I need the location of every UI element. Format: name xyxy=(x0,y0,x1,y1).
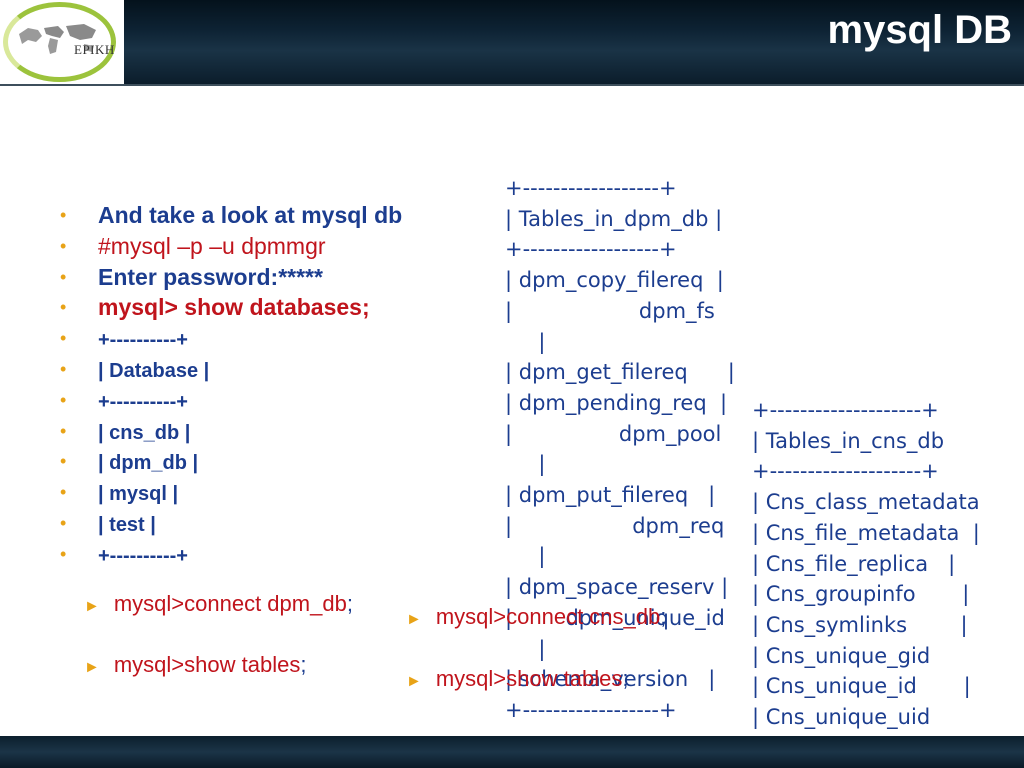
list-item: • | dpm_db | xyxy=(60,446,402,477)
bullet-text: +----------+ xyxy=(98,544,188,567)
semicolon: ; xyxy=(346,591,353,616)
semicolon: ; xyxy=(660,604,667,629)
slide-title: mysql DB xyxy=(827,8,1013,52)
table-listing-line: | dpm_req xyxy=(505,513,725,538)
list-item: • +----------+ xyxy=(60,539,402,570)
logo-ring-icon xyxy=(3,2,116,82)
table-listing-line: | xyxy=(505,544,546,569)
bullet-text: | mysql | xyxy=(98,483,179,506)
bullet-text: Enter password:***** xyxy=(98,263,323,290)
table-listing-line: +------------------+ xyxy=(505,237,677,262)
table-listing-line: | dpm_space_reserv | xyxy=(505,575,729,600)
table-listing-line: | Tables_in_cns_db xyxy=(752,428,945,453)
command-show-tables: ► mysql>show tables; xyxy=(84,652,306,678)
table-listing-line: | dpm_fs xyxy=(505,298,715,323)
table-listing-line: | Cns_unique_id | xyxy=(752,674,971,699)
list-item: • #mysql –p –u dpmmgr xyxy=(60,231,402,262)
world-map-icon xyxy=(19,24,96,54)
bullet-icon: • xyxy=(60,389,67,410)
bullet-text: And take a look at mysql db xyxy=(98,202,403,228)
bullet-icon: • xyxy=(60,543,67,564)
bullet-icon: • xyxy=(60,482,67,503)
semicolon: ; xyxy=(622,666,629,691)
bullet-icon: • xyxy=(60,266,67,287)
logo-text: EPIKH xyxy=(74,42,115,57)
bullet-icon: • xyxy=(60,205,67,225)
bullet-text: mysql> show databases; xyxy=(98,294,370,321)
table-listing-line: | xyxy=(505,636,546,661)
semicolon: ; xyxy=(300,652,307,677)
command-text: mysql>connect dpm_db xyxy=(113,591,347,616)
table-listing-line: | schema_version | xyxy=(505,667,716,692)
command-text: mysql>show tables xyxy=(435,666,623,691)
epikh-logo: EPIKH xyxy=(0,0,124,84)
table-listing-line: | dpm_pool xyxy=(505,421,722,446)
list-item: • | test | xyxy=(60,508,402,539)
table-listing-line: | Cns_groupinfo | xyxy=(752,582,970,607)
table-listing-line: | Cns_symlinks | xyxy=(752,612,968,637)
table-listing-line: | dpm_get_filereq | xyxy=(505,360,735,385)
bullet-text: | cns_db | xyxy=(98,421,191,444)
list-item: • And take a look at mysql db xyxy=(60,200,402,231)
list-item: • +----------+ xyxy=(60,385,402,416)
bullet-text: | Database | xyxy=(98,359,210,382)
list-item: • | Database | xyxy=(60,354,402,385)
table-listing-line: | dpm_put_filereq | xyxy=(505,483,716,508)
bullet-text: +----------+ xyxy=(98,390,188,413)
slide-header xyxy=(0,0,1024,84)
bullet-text: | dpm_db | xyxy=(98,452,199,475)
bullet-icon: • xyxy=(60,328,67,349)
table-listing-line: +--------------------+ xyxy=(752,398,939,422)
table-listing-line: | xyxy=(505,329,546,354)
bullet-icon: • xyxy=(60,512,67,533)
list-item: • mysql> show databases; xyxy=(60,292,402,323)
table-listing-line: | Cns_file_replica | xyxy=(752,551,956,576)
command-connect-dpm: ► mysql>connect dpm_db; xyxy=(84,591,353,617)
list-item: • +----------+ xyxy=(60,323,402,354)
bullet-icon: • xyxy=(60,358,67,379)
table-listing-line: +------------------+ xyxy=(505,176,677,200)
header-divider xyxy=(0,84,1024,86)
table-listing-line: | Cns_unique_uid xyxy=(752,705,931,730)
table-listing-line: | Cns_file_metadata | xyxy=(752,520,980,545)
command-connect-cns: ► mysql>connect cns_db; xyxy=(406,604,666,630)
cns-tables-listing: +--------------------+ | Tables_in_cns_db… xyxy=(752,395,980,763)
table-listing-line: +--------------------+ xyxy=(752,459,939,484)
table-listing-line: | Cns_class_metadata xyxy=(752,490,980,515)
table-listing-line: | xyxy=(505,452,546,477)
bullet-icon: • xyxy=(60,451,67,472)
list-item: • Enter password:***** xyxy=(60,262,402,293)
arrow-bullet-icon: ► xyxy=(84,598,100,615)
bullet-text: | test | xyxy=(98,513,156,536)
table-listing-line: | dpm_pending_req | xyxy=(505,390,728,415)
arrow-bullet-icon: ► xyxy=(406,611,422,628)
command-show-tables-cns: ► mysql>show tables; xyxy=(406,666,628,692)
bullet-icon: • xyxy=(60,297,67,318)
bullet-icon: • xyxy=(60,420,67,441)
table-listing-line: +------------------+ xyxy=(505,697,677,722)
table-listing-line: | Cns_unique_gid xyxy=(752,643,931,668)
dpm-tables-listing: +------------------+ | Tables_in_dpm_db |… xyxy=(505,173,735,726)
arrow-bullet-icon: ► xyxy=(406,673,422,690)
list-item: • | mysql | xyxy=(60,477,402,508)
list-item: • | cns_db | xyxy=(60,416,402,447)
table-listing-line: | dpm_copy_filereq | xyxy=(505,268,724,293)
command-text: mysql>show tables xyxy=(113,652,301,677)
bullet-text: #mysql –p –u dpmmgr xyxy=(98,232,326,259)
bullet-list: • And take a look at mysql db • #mysql –p … xyxy=(60,200,402,570)
command-text: mysql>connect cns_db xyxy=(435,604,661,629)
table-listing-line: | Tables_in_dpm_db | xyxy=(505,206,723,231)
slide-footer xyxy=(0,736,1024,768)
table-listing-line: | dpm_unique_id xyxy=(505,605,725,630)
arrow-bullet-icon: ► xyxy=(84,659,100,676)
bullet-text: +----------+ xyxy=(98,329,188,352)
bullet-icon: • xyxy=(60,235,67,256)
